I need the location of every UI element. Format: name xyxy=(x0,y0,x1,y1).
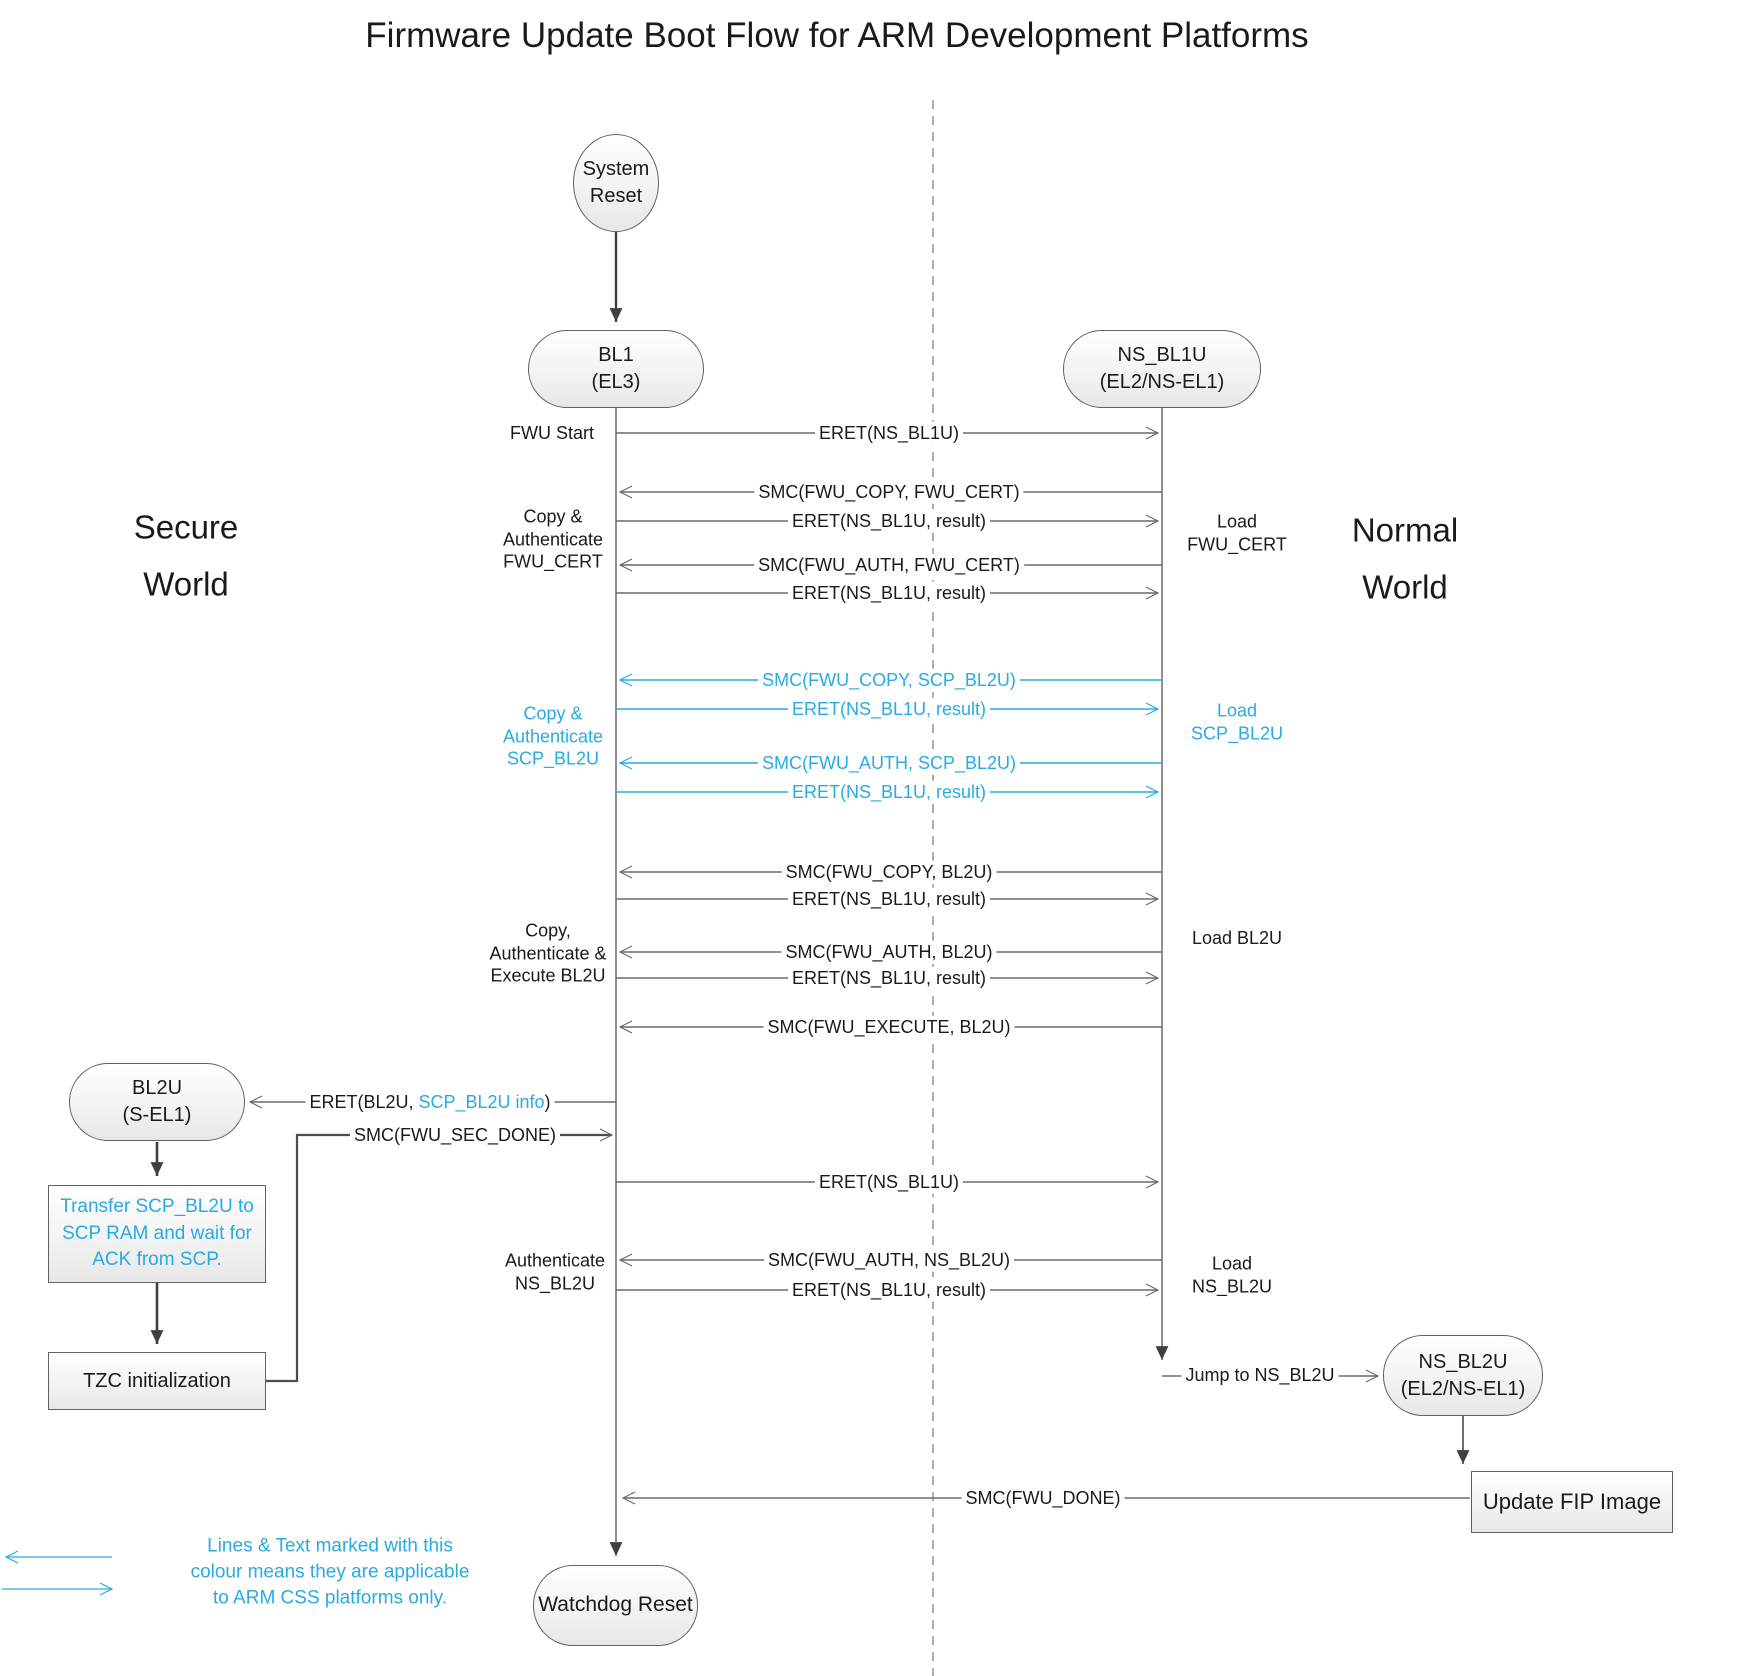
msg-label-jump-to-ns-bl2u: Jump to NS_BL2U xyxy=(1181,1363,1339,1387)
node-system-reset: System Reset xyxy=(573,134,659,232)
step-line: Copy, xyxy=(525,920,571,941)
msg-label-eret-result-7: ERET(NS_BL1U, result) xyxy=(787,1278,991,1302)
step-line: FWU_CERT xyxy=(503,551,603,572)
node-update-fip-image: Update FIP Image xyxy=(1471,1471,1673,1533)
step-line: NS_BL2U xyxy=(514,1273,596,1293)
step-line: Authenticate xyxy=(502,528,604,549)
node-bl2u-line2: (S-EL1) xyxy=(122,1104,192,1126)
node-transfer-line3: ACK from SCP. xyxy=(92,1249,222,1271)
msg-label-eret-result-1: ERET(NS_BL1U, result) xyxy=(787,509,991,533)
step-line: Execute BL2U xyxy=(490,965,606,986)
msg-label-smc-fwu-auth-fwu-cert: SMC(FWU_AUTH, FWU_CERT) xyxy=(754,553,1024,577)
step-line: FWU_CERT xyxy=(1187,534,1287,554)
node-ns-bl1u: NS_BL1U (EL2/NS-EL1) xyxy=(1063,330,1261,408)
node-ns-bl1u-line1: NS_BL1U xyxy=(1117,344,1207,366)
msg-label-smc-fwu-sec-done: SMC(FWU_SEC_DONE) xyxy=(349,1123,561,1147)
msg-label-eret-result-2: ERET(NS_BL1U, result) xyxy=(787,581,991,605)
node-transfer-line1: Transfer SCP_BL2U to xyxy=(60,1196,254,1218)
msg-label-eret-result-3: ERET(NS_BL1U, result) xyxy=(787,697,991,721)
msg-label-smc-fwu-copy-fwu-cert: SMC(FWU_COPY, FWU_CERT) xyxy=(754,480,1024,504)
step-label-auth-ns-bl2u: Authenticate NS_BL2U xyxy=(501,1250,609,1295)
node-bl2u: BL2U (S-EL1) xyxy=(69,1063,245,1141)
page-title: Firmware Update Boot Flow for ARM Develo… xyxy=(365,16,1309,55)
step-label-load-scp-bl2u: Load SCP_BL2U xyxy=(1187,700,1287,745)
step-label-fwu-start: FWU Start xyxy=(510,422,594,443)
node-bl1-line2: (EL3) xyxy=(591,371,641,393)
node-transfer-scp-bl2u: Transfer SCP_BL2U to SCP RAM and wait fo… xyxy=(48,1185,266,1283)
node-transfer-line2: SCP RAM and wait for xyxy=(62,1222,252,1244)
node-watchdog-label: Watchdog Reset xyxy=(538,1593,693,1617)
node-tzc-initialization: TZC initialization xyxy=(48,1352,266,1410)
node-ns-bl2u: NS_BL2U (EL2/NS-EL1) xyxy=(1383,1335,1543,1416)
msg-eret-bl2u-accent: SCP_BL2U info xyxy=(418,1091,545,1112)
msg-label-smc-fwu-auth-bl2u: SMC(FWU_AUTH, BL2U) xyxy=(781,940,997,964)
step-line: Authenticate xyxy=(502,725,604,746)
step-line: Authenticate & xyxy=(489,942,607,963)
step-line: Load xyxy=(1216,700,1258,721)
msg-eret-bl2u-prefix: ERET(BL2U, xyxy=(309,1091,419,1112)
step-line: Copy & xyxy=(523,703,583,724)
msg-label-smc-fwu-auth-ns-bl2u: SMC(FWU_AUTH, NS_BL2U) xyxy=(763,1248,1015,1272)
normal-world-label: Normal World xyxy=(1351,511,1459,605)
msg-label-smc-fwu-auth-scp-bl2u: SMC(FWU_AUTH, SCP_BL2U) xyxy=(757,751,1021,775)
msg-label-smc-fwu-copy-scp-bl2u: SMC(FWU_COPY, SCP_BL2U) xyxy=(758,668,1020,692)
step-line: Authenticate xyxy=(504,1250,606,1271)
msg-label-eret-result-5: ERET(NS_BL1U, result) xyxy=(787,887,991,911)
msg-label-eret-bl2u: ERET(BL2U, SCP_BL2U info) xyxy=(305,1090,555,1114)
msg-label-eret-result-6: ERET(NS_BL1U, result) xyxy=(787,966,991,990)
node-ns-bl2u-line1: NS_BL2U xyxy=(1418,1350,1508,1373)
node-update-fip-label: Update FIP Image xyxy=(1482,1489,1662,1515)
step-label-copy-auth-fwu-cert: Copy & Authenticate FWU_CERT xyxy=(499,505,607,573)
node-tzc-label: TZC initialization xyxy=(83,1369,231,1392)
step-label-copy-auth-exec-bl2u: Copy, Authenticate & Execute BL2U xyxy=(485,919,610,987)
step-line: Load xyxy=(1216,511,1258,532)
step-line: SCP_BL2U xyxy=(506,748,600,769)
msg-label-smc-fwu-copy-bl2u: SMC(FWU_COPY, BL2U) xyxy=(781,860,997,884)
step-label-load-bl2u: Load BL2U xyxy=(1191,927,1283,948)
msg-eret-bl2u-suffix: ) xyxy=(544,1091,551,1112)
msg-label-eret-result-4: ERET(NS_BL1U, result) xyxy=(787,780,991,804)
node-bl1-line1: BL1 xyxy=(598,344,634,366)
step-label-load-fwu-cert: Load FWU_CERT xyxy=(1183,511,1291,556)
node-system-reset-line1: System xyxy=(582,158,650,180)
legend-arm-css-note: Lines & Text marked with this colour mea… xyxy=(190,1535,470,1610)
msg-label-eret-ns-bl1u-2: ERET(NS_BL1U) xyxy=(814,1170,964,1194)
step-line: SCP_BL2U xyxy=(1190,723,1284,743)
node-ns-bl1u-line2: (EL2/NS-EL1) xyxy=(1099,371,1225,393)
msg-label-smc-fwu-done: SMC(FWU_DONE) xyxy=(961,1486,1125,1510)
step-line: NS_BL2U xyxy=(1191,1276,1273,1296)
step-line: Copy & xyxy=(523,506,583,527)
node-ns-bl2u-line2: (EL2/NS-EL1) xyxy=(1400,1377,1526,1400)
step-label-copy-auth-scp-bl2u: Copy & Authenticate SCP_BL2U xyxy=(499,702,607,770)
node-bl2u-line1: BL2U xyxy=(131,1077,183,1099)
node-watchdog-reset: Watchdog Reset xyxy=(533,1565,698,1646)
step-label-load-ns-bl2u: Load NS_BL2U xyxy=(1188,1253,1276,1298)
secure-world-label: Secure World xyxy=(133,508,239,602)
msg-label-smc-fwu-execute-bl2u: SMC(FWU_EXECUTE, BL2U) xyxy=(763,1015,1015,1039)
msg-label-eret-ns-bl1u-1: ERET(NS_BL1U) xyxy=(814,421,964,445)
node-system-reset-line2: Reset xyxy=(589,185,643,207)
step-line: Load xyxy=(1211,1253,1253,1274)
node-bl1: BL1 (EL3) xyxy=(528,330,704,408)
